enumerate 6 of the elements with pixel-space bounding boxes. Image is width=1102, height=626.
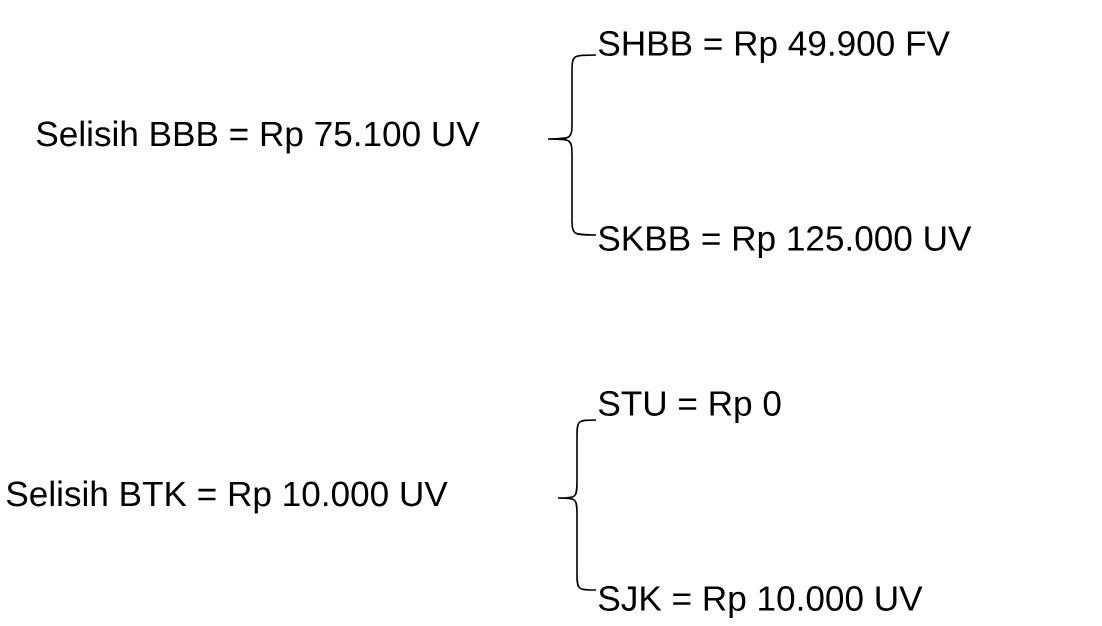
value-label: Selisih BTK = Rp 10.000 UV: [6, 480, 448, 514]
value-label: SKBB = Rp 125.000 UV: [598, 226, 972, 258]
value-label: SHBB = Rp 49.900 FV: [598, 31, 950, 63]
value-label: SJK = Rp 10.000 UV: [598, 586, 923, 618]
value-label: Selisih BBB = Rp 75.100 UV: [36, 120, 480, 154]
value-label: STU = Rp 0: [598, 391, 781, 423]
